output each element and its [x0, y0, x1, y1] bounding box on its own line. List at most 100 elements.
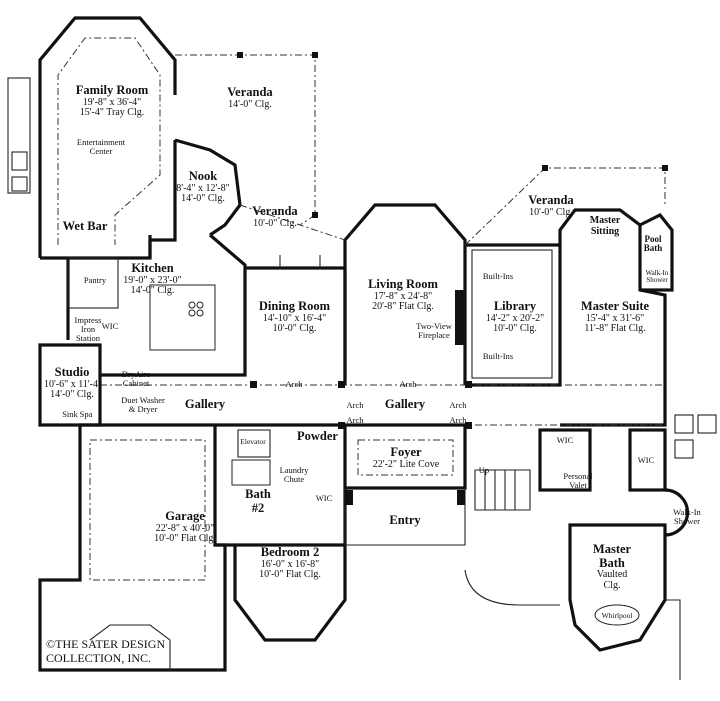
garage-walls	[38, 423, 227, 672]
whirlpool-tub	[594, 604, 640, 626]
note-arch-living: Arch	[399, 379, 417, 389]
family-room-right-wall	[150, 140, 177, 242]
room-name: Bedroom 2	[260, 545, 320, 559]
note-arch-lower-right: Arch	[449, 415, 467, 425]
gallery-column	[465, 422, 472, 429]
room-name: Family Room	[75, 83, 149, 97]
room-ceiling-2: Clg.	[603, 579, 621, 591]
bedroom2-bay	[233, 545, 347, 642]
room-name: Veranda	[252, 204, 298, 218]
room-dims: 10'-6" x 11'-4"	[44, 378, 103, 390]
foyer-walls	[345, 423, 467, 490]
library-builtins	[471, 249, 553, 379]
room-name: Kitchen	[131, 261, 174, 275]
room-name: Nook	[188, 169, 218, 183]
note-master-sitting: Master Sitting	[589, 215, 621, 237]
room-ceiling: 15'-4" Tray Clg.	[79, 107, 145, 119]
cooktop-burner	[196, 301, 204, 309]
room-name: Wet Bar	[62, 219, 108, 233]
family-room-wetbar-wall	[40, 235, 152, 260]
room-ceiling: 14'-0" Clg.	[130, 285, 175, 297]
note-wic-bed2: WIC	[315, 493, 333, 503]
room-dims: 14'-2" x 20'-2"	[485, 312, 545, 324]
family-room-walls	[38, 16, 177, 258]
note-wic-master: WIC	[556, 435, 574, 445]
exterior-box	[674, 414, 694, 434]
room-ceiling: 22'-2" Lite Cove	[372, 458, 440, 470]
note-arch-lower-left: Arch	[346, 415, 364, 425]
note-whirlpool: Whirlpool	[601, 611, 633, 620]
room-ceiling: 10'-0" Clg.	[529, 206, 573, 218]
veranda-post	[237, 52, 243, 58]
room-entry: Entry	[375, 513, 435, 528]
room-foyer: Foyer 22'-2" Lite Cove	[362, 445, 450, 470]
pantry-room	[67, 257, 119, 309]
foyer-cove	[357, 439, 454, 476]
room-bath2: Bath #2	[240, 487, 276, 515]
curved-wall-right	[665, 599, 681, 680]
room-bedroom2: Bedroom 2 16'-0" x 16'-8" 10'-0" Flat Cl…	[245, 545, 335, 581]
kitchen-island	[149, 284, 216, 351]
room-dims: 19'-0" x 23'-0"	[123, 274, 182, 286]
veranda-right-outline	[464, 167, 666, 246]
note-spa: Spa	[79, 409, 93, 419]
cooktop-burner	[188, 301, 196, 309]
note-impress: Impress Iron Station	[74, 315, 102, 343]
room-name: Entry	[389, 513, 421, 527]
room-ceiling: 14'-0" Clg.	[181, 193, 225, 205]
room-family-room: Family Room 19'-8" x 36'-4" 15'-4" Tray …	[62, 83, 162, 119]
master-wic	[538, 428, 592, 492]
room-studio: Studio 10'-6" x 11'-4" 14'-0" Clg.	[44, 365, 103, 401]
note-builtins-bottom: Built-Ins	[482, 351, 514, 361]
note-wic-kitchen: WIC	[101, 321, 119, 331]
room-name: Studio	[54, 365, 90, 379]
room-gallery-left: Gallery	[175, 397, 235, 412]
note-pantry: Pantry	[83, 275, 107, 285]
note-walkin-shower-top: Walk-In Shower	[645, 269, 669, 285]
room-ceiling: 10'-0" Clg.	[272, 323, 317, 335]
veranda-post	[662, 165, 668, 171]
family-room-tray-ceiling	[57, 37, 161, 245]
room-name: Dining Room	[258, 299, 331, 313]
room-name: Gallery	[184, 397, 226, 411]
exterior-planter-cell	[11, 176, 28, 192]
note-entertainment: Entertainment Center	[76, 137, 126, 156]
dining-window	[279, 255, 321, 268]
room-ceiling: 20'-8" Flat Clg.	[372, 301, 434, 313]
room-name: Powder	[297, 429, 338, 443]
note-up: Up	[478, 465, 490, 475]
room-name: Bath	[245, 487, 271, 501]
room-number: #2	[251, 500, 265, 515]
exterior-planter	[7, 77, 31, 194]
note-walkin-shower: Walk-In Shower	[673, 507, 701, 526]
room-ceiling: Vaulted	[596, 569, 628, 580]
nook-walls	[174, 138, 242, 237]
veranda-post	[312, 52, 318, 58]
entry-porch	[344, 488, 466, 546]
room-master-bath: Master Bath Vaulted Clg.	[585, 542, 639, 592]
note-two-view: Two-View Fireplace	[416, 321, 452, 340]
room-dims: 14'-10" x 16'-4"	[262, 312, 327, 324]
room-name: Foyer	[390, 445, 422, 459]
master-bath-walls	[568, 523, 667, 652]
veranda-top-outline	[175, 54, 316, 226]
veranda-post	[312, 212, 318, 218]
note-laundry-chute: Laundry Chute	[279, 465, 309, 484]
exterior-box	[674, 439, 694, 459]
veranda-post	[542, 165, 548, 171]
room-dims: 19'-8" x 36'-4"	[82, 96, 142, 108]
room-name: Veranda	[227, 85, 273, 99]
note-sink: Sink	[62, 409, 78, 419]
service-walls	[215, 423, 347, 547]
master-wic-right	[628, 428, 667, 492]
garage-octagon-bay	[89, 624, 171, 670]
elevator-shaft	[237, 429, 271, 458]
room-powder: Powder	[290, 429, 345, 444]
room-veranda-top: Veranda 14'-0" Clg.	[215, 85, 285, 110]
room-master-suite: Master Suite 15'-4" x 31'-6" 11'-8" Flat…	[570, 299, 660, 335]
copyright-line2: COLLECTION, INC.	[46, 651, 151, 666]
note-personal-valet: Personal Valet	[563, 471, 593, 490]
room-name: Master	[592, 542, 632, 556]
room-ceiling: 10'-0" Flat Clg.	[154, 533, 216, 545]
